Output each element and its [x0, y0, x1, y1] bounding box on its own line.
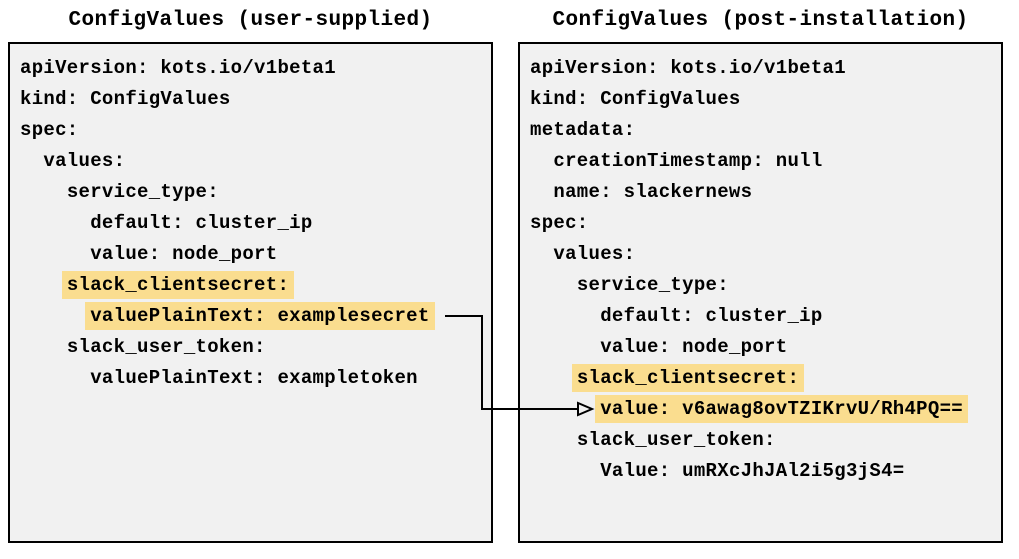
yaml-indent [20, 367, 90, 389]
yaml-line: kind: ConfigValues [530, 84, 991, 115]
yaml-indent [20, 181, 67, 203]
yaml-indent [530, 367, 577, 389]
yaml-text: spec: [20, 119, 79, 141]
yaml-indent [530, 181, 553, 203]
yaml-line: slack_user_token: [20, 332, 481, 363]
yaml-line: spec: [530, 208, 991, 239]
highlighted-text: slack_clientsecret: [61, 271, 295, 299]
yaml-indent [20, 305, 90, 327]
yaml-text: values: [43, 150, 126, 172]
highlighted-text: slack_clientsecret: [571, 364, 805, 392]
panel-title-user-supplied: ConfigValues (user-supplied) [68, 9, 433, 32]
yaml-line: slack_clientsecret: [530, 363, 991, 394]
yaml-text: service_type: [66, 181, 219, 203]
yaml-text: service_type: [576, 274, 729, 296]
yaml-text: apiVersion: kots.io/v1beta1 [530, 57, 846, 79]
yaml-text: metadata: [530, 119, 636, 141]
yaml-indent [530, 336, 600, 358]
yaml-indent [20, 212, 90, 234]
yaml-line: valuePlainText: exampletoken [20, 363, 481, 394]
yaml-indent [20, 274, 67, 296]
yaml-line: spec: [20, 115, 481, 146]
yaml-text: slack_user_token: [576, 429, 776, 451]
yaml-indent [20, 243, 90, 265]
highlighted-text: value: v6awag8ovTZIKrvU/Rh4PQ== [595, 395, 968, 423]
yaml-text: value: node_port [90, 243, 278, 265]
yaml-text: name: slackernews [553, 181, 753, 203]
yaml-text: valuePlainText: exampletoken [90, 367, 418, 389]
yaml-line: valuePlainText: examplesecret [20, 301, 481, 332]
yaml-indent [530, 460, 600, 482]
yaml-indent [20, 150, 43, 172]
yaml-indent [530, 243, 553, 265]
yaml-indent [530, 274, 577, 296]
yaml-text: spec: [530, 212, 589, 234]
yaml-line: service_type: [530, 270, 991, 301]
yaml-line: apiVersion: kots.io/v1beta1 [530, 53, 991, 84]
yaml-line: values: [20, 146, 481, 177]
yaml-text: default: cluster_ip [600, 305, 823, 327]
highlighted-text: valuePlainText: examplesecret [85, 302, 435, 330]
yaml-line: default: cluster_ip [20, 208, 481, 239]
yaml-indent [530, 305, 600, 327]
yaml-line: values: [530, 239, 991, 270]
yaml-indent [530, 429, 577, 451]
yaml-line: default: cluster_ip [530, 301, 991, 332]
yaml-line: name: slackernews [530, 177, 991, 208]
yaml-line: metadata: [530, 115, 991, 146]
yaml-text: default: cluster_ip [90, 212, 313, 234]
yaml-indent [530, 398, 600, 420]
yaml-line: slack_user_token: [530, 425, 991, 456]
yaml-indent [20, 336, 67, 358]
yaml-line: value: node_port [20, 239, 481, 270]
yaml-text: slack_user_token: [66, 336, 266, 358]
panel-title-post-installation: ConfigValues (post-installation) [552, 9, 969, 32]
yaml-line: kind: ConfigValues [20, 84, 481, 115]
yaml-line: service_type: [20, 177, 481, 208]
yaml-text: value: node_port [600, 336, 788, 358]
yaml-line: Value: umRXcJhJAl2i5g3jS4= [530, 456, 991, 487]
yaml-line: creationTimestamp: null [530, 146, 991, 177]
yaml-line: value: node_port [530, 332, 991, 363]
yaml-line: slack_clientsecret: [20, 270, 481, 301]
yaml-text: kind: ConfigValues [530, 88, 741, 110]
yaml-text: kind: ConfigValues [20, 88, 231, 110]
yaml-text: creationTimestamp: null [553, 150, 823, 172]
yaml-box-user-supplied: apiVersion: kots.io/v1beta1 kind: ConfigV… [8, 42, 493, 543]
yaml-indent [530, 150, 553, 172]
yaml-line: apiVersion: kots.io/v1beta1 [20, 53, 481, 84]
yaml-text: values: [553, 243, 636, 265]
yaml-box-post-installation: apiVersion: kots.io/v1beta1 kind: ConfigV… [518, 42, 1003, 543]
yaml-line: value: v6awag8ovTZIKrvU/Rh4PQ== [530, 394, 991, 425]
yaml-text: Value: umRXcJhJAl2i5g3jS4= [600, 460, 905, 482]
yaml-text: apiVersion: kots.io/v1beta1 [20, 57, 336, 79]
